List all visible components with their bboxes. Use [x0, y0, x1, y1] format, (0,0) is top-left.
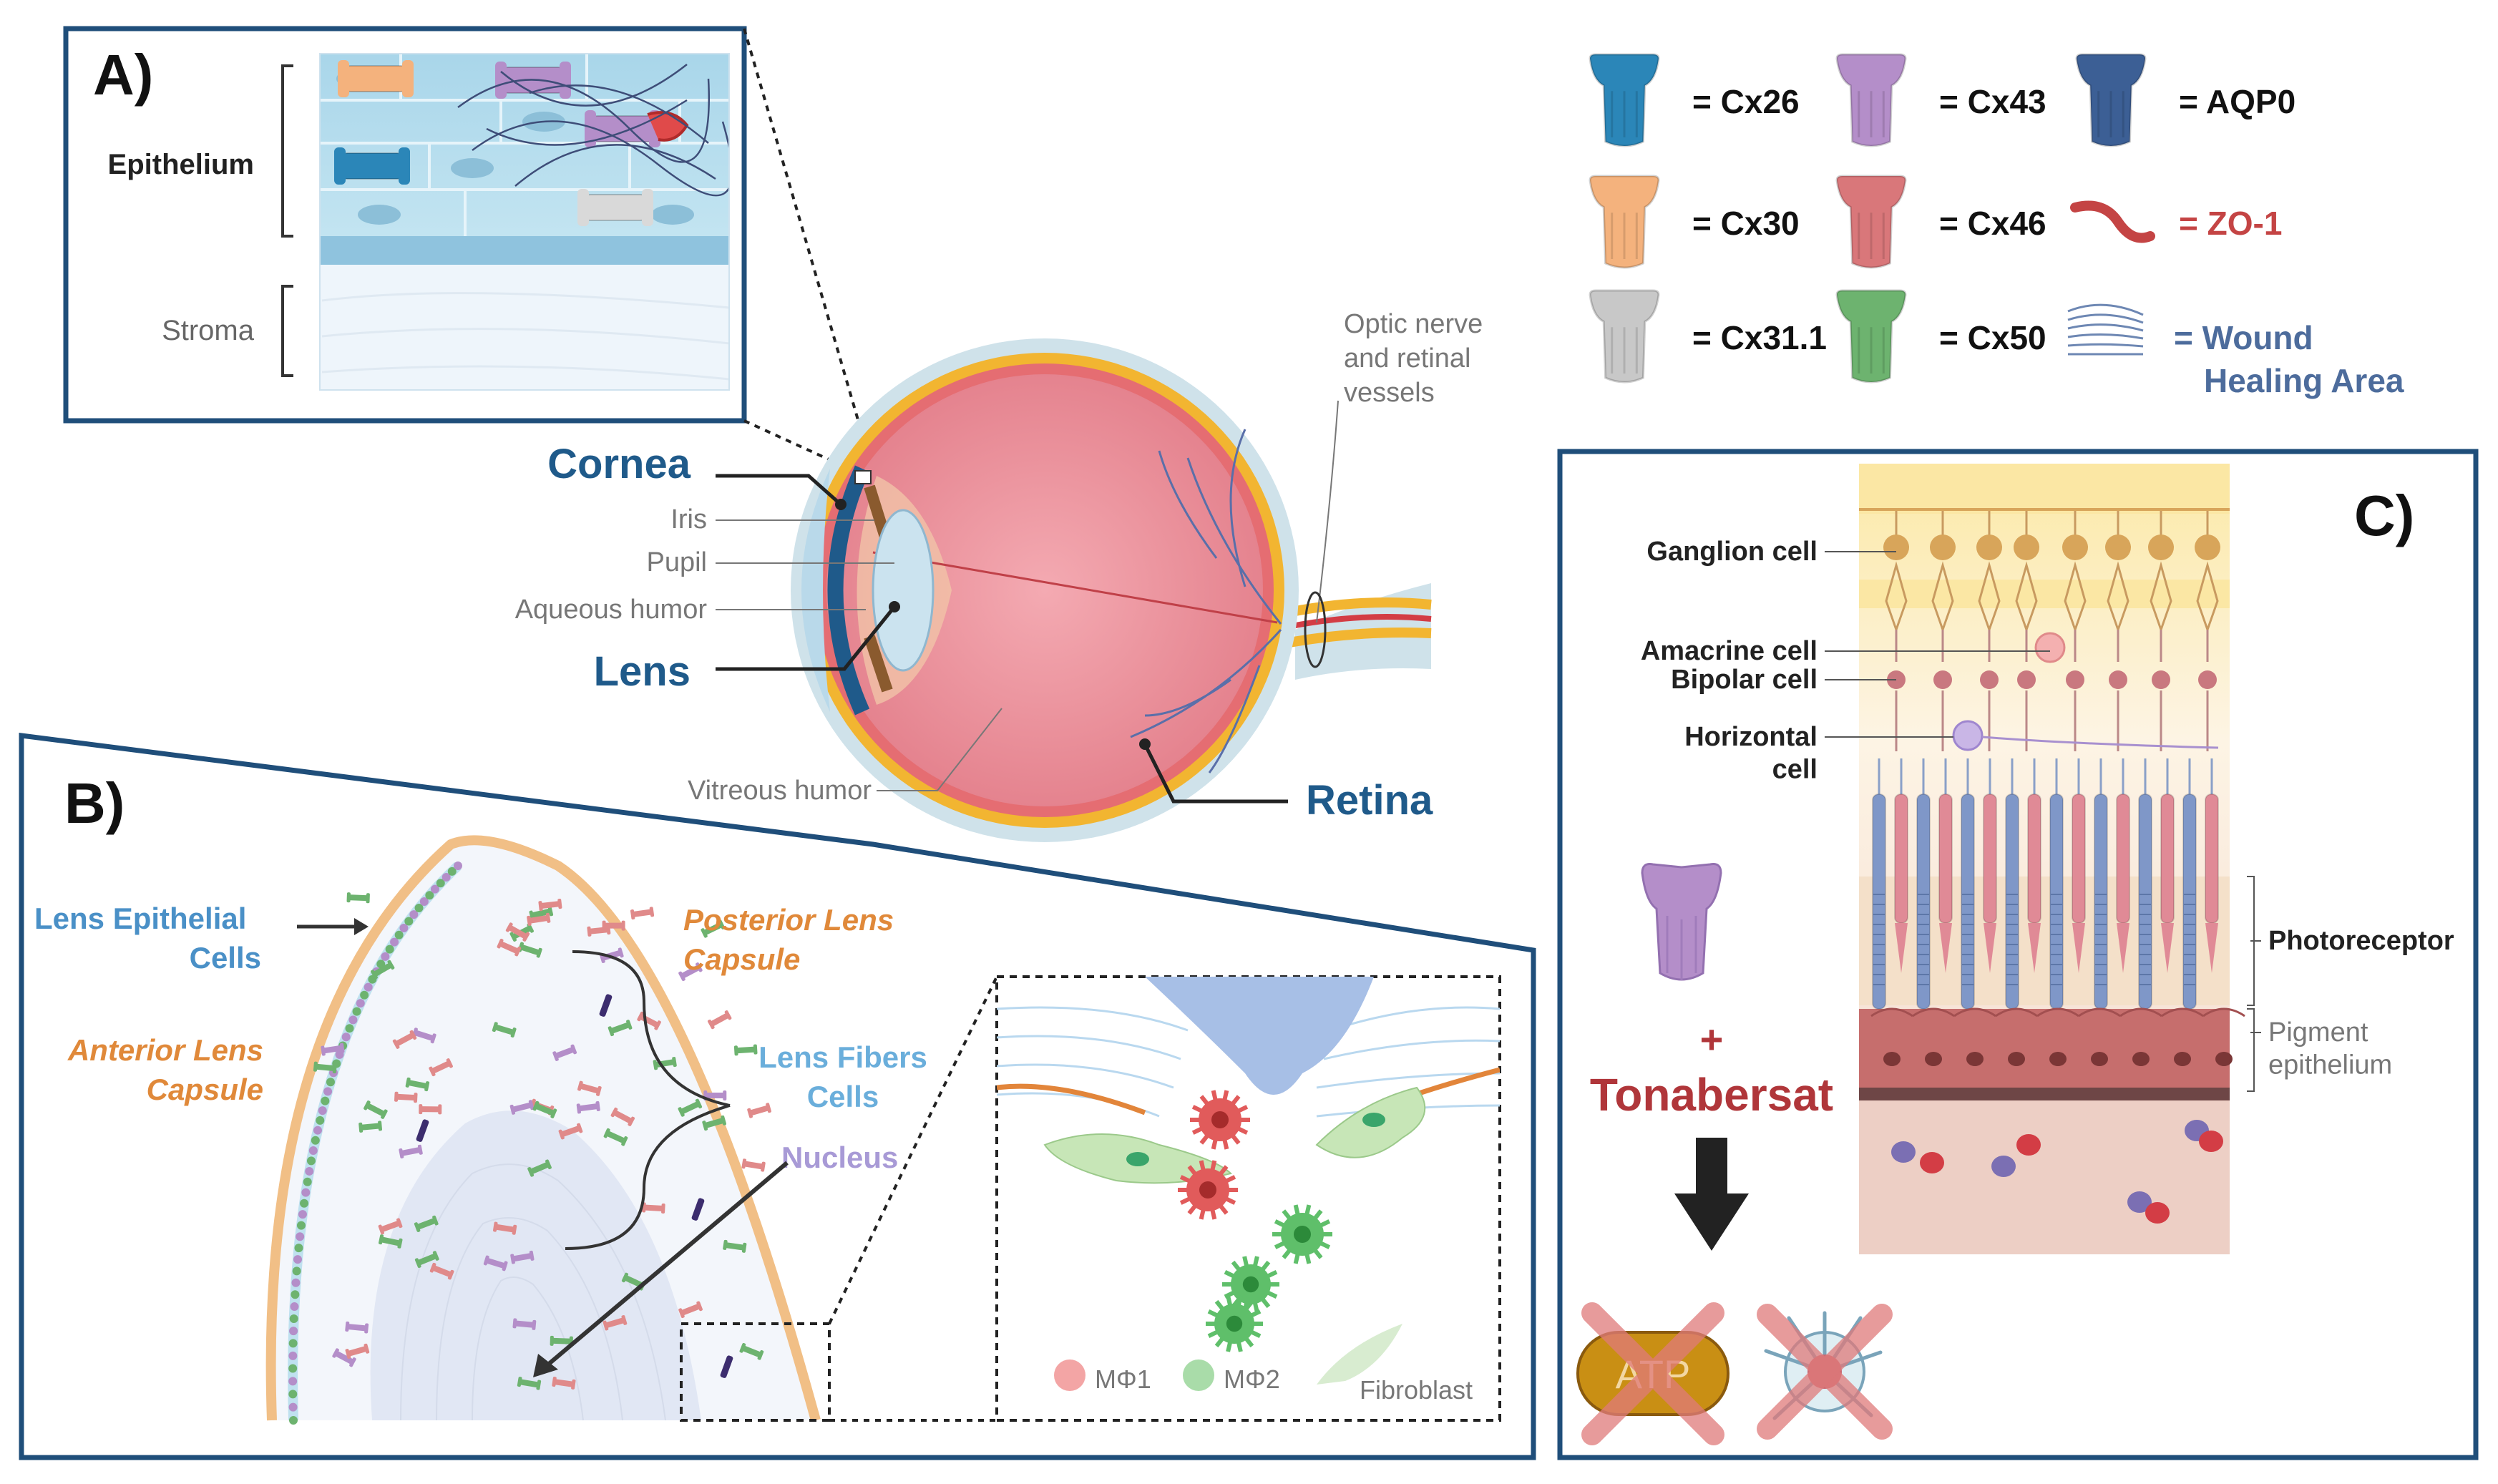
cornea-layer: [827, 465, 870, 716]
legend-item: = AQP0: [2075, 53, 2295, 147]
mf2-label: MΦ2: [1224, 1365, 1280, 1394]
channel-icon: [1835, 289, 1907, 384]
legend-label: = Wound: [2174, 319, 2313, 356]
fiber-bracket: [565, 950, 731, 1250]
stroma-bracket: [281, 285, 293, 377]
aqueous-label: Aqueous humor: [515, 595, 708, 625]
legend-label: = Cx43: [1939, 83, 2046, 120]
vitreous-label: Vitreous humor: [688, 776, 872, 806]
plus-sign: +: [1700, 1017, 1724, 1062]
cornea-shape: [801, 469, 830, 712]
legend: = Cx26 = Cx43 = AQP0 = Cx30 = Cx46 = ZO-1 = Cx…: [1589, 53, 2404, 399]
legend-item: = Cx50: [1835, 289, 2046, 384]
epithelium-label: Epithelium: [108, 149, 254, 180]
down-arrow-head: [1674, 1193, 1749, 1251]
corneal-epithelium-illustration: [320, 54, 729, 390]
channel-icon: [2075, 53, 2147, 147]
retina-label: Retina: [1306, 777, 1433, 824]
down-arrow-shaft: [1696, 1138, 1727, 1195]
legend-label: = AQP0: [2179, 83, 2295, 120]
lens-shape: [872, 509, 935, 672]
channel-icon: [1589, 289, 1660, 384]
iris-label: Iris: [670, 504, 707, 534]
eye-diagram: [791, 338, 1432, 842]
ganglion-cell-label: Ganglion cell: [1646, 537, 1818, 567]
wound-healing-icon: [2067, 303, 2144, 356]
pupil-label: Pupil: [647, 547, 708, 577]
tonabersat-label: Tonabersat: [1590, 1069, 1833, 1121]
mf1-label: MΦ1: [1095, 1365, 1151, 1394]
vitreous-body: [826, 374, 1263, 806]
nucleus-label: Nucleus: [781, 1141, 898, 1174]
amacrine-cell-label: Amacrine cell: [1641, 636, 1818, 666]
cornea-label: Cornea: [547, 441, 691, 487]
legend-label: = Cx50: [1939, 319, 2046, 356]
legend-label-2: Healing Area: [2204, 362, 2404, 399]
epithelium-bracket: [281, 64, 293, 238]
panel-b-label: B): [64, 771, 125, 835]
legend-label: = Cx30: [1692, 205, 1800, 242]
legend-item: = Cx26: [1589, 53, 1800, 147]
legend-item: = Cx43: [1835, 53, 2046, 147]
channel-icon: [1589, 53, 1660, 147]
fibroblast-label: Fibroblast: [1360, 1375, 1473, 1405]
inflammasome-icon: [1757, 1304, 1893, 1440]
legend-label: = Cx46: [1939, 205, 2046, 242]
wound-healing-inset: MΦ1 MΦ2 Fibroblast: [995, 975, 1501, 1422]
wound-area: [1145, 977, 1374, 1095]
pigment-epithelium-layer: [1859, 1009, 2230, 1091]
legend-label: = Cx26: [1692, 83, 1800, 120]
zo1-icon: [2070, 200, 2155, 243]
photoreceptor-label: Photoreceptor: [2268, 926, 2454, 956]
legend-item: = ZO-1: [2070, 200, 2282, 243]
channel-icon: [1835, 175, 1907, 269]
lens-nucleus: [370, 1110, 701, 1420]
cx43-channel-drug: + Tonabersat ATP: [1576, 863, 1893, 1445]
retinal-vessels: [1130, 429, 1282, 773]
legend-label: = Cx31.1: [1692, 319, 1827, 356]
lens-label: Lens: [594, 648, 691, 695]
lens-capsule: [265, 835, 821, 1422]
legend-item: = Cx30: [1589, 175, 1800, 269]
legend-item: = Cx46: [1835, 175, 2046, 269]
legend-item: = Cx31.1: [1589, 289, 1827, 384]
eye-labels: Cornea Iris Pupil Aqueous humor Lens Vit…: [515, 309, 1483, 824]
atp-x-mark: [1581, 1302, 1724, 1445]
stroma-label: Stroma: [162, 315, 255, 346]
nucleus-arrow: [542, 1161, 789, 1370]
legend-label: = ZO-1: [2179, 205, 2282, 242]
panel-a: A) Epithelium Stroma: [63, 26, 747, 424]
zoom-box: [854, 470, 872, 484]
channel-icon: [1835, 53, 1907, 147]
channel-icon: [1589, 175, 1660, 269]
panel-a-zoom-lines: [743, 28, 873, 468]
inset-zoom-box: [680, 1322, 831, 1422]
panel-c-label: C): [2354, 484, 2414, 547]
bipolar-cell-label: Bipolar cell: [1671, 665, 1818, 695]
panel-a-label: A): [93, 43, 153, 107]
choroid-section: [1859, 1100, 2230, 1254]
